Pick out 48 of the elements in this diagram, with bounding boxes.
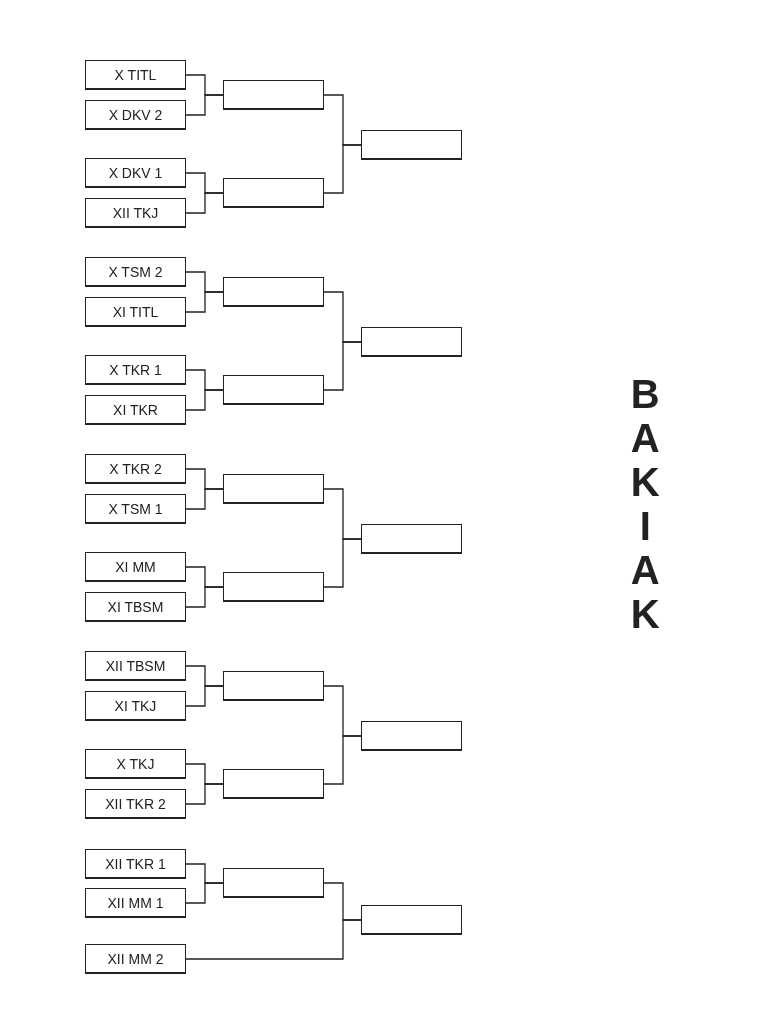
team-box: XII MM 1 <box>85 888 186 918</box>
team-box: X TSM 2 <box>85 257 186 287</box>
empty-slot-box <box>361 524 462 554</box>
empty-slot-box <box>223 769 324 799</box>
bracket-line <box>185 783 224 805</box>
empty-slot-box <box>361 905 462 935</box>
bracket-line <box>185 94 224 116</box>
bracket-line <box>323 341 362 391</box>
bracket-line <box>323 735 362 785</box>
bracket-line <box>185 882 224 904</box>
bracket-line <box>323 882 362 921</box>
vertical-title: BAKIAK <box>630 372 661 636</box>
team-box: XII MM 2 <box>85 944 186 974</box>
team-box: X TSM 1 <box>85 494 186 524</box>
team-box: XII TKR 1 <box>85 849 186 879</box>
empty-slot-box <box>223 375 324 405</box>
team-box: XII TKJ <box>85 198 186 228</box>
team-box: XII TKR 2 <box>85 789 186 819</box>
team-box: X DKV 1 <box>85 158 186 188</box>
team-box: XI MM <box>85 552 186 582</box>
bracket-line <box>185 488 224 510</box>
empty-slot-box <box>223 671 324 701</box>
team-box: XI TITL <box>85 297 186 327</box>
bracket-line <box>185 586 224 608</box>
bracket-line <box>185 291 224 313</box>
bracket-line <box>185 389 224 411</box>
empty-slot-box <box>361 721 462 751</box>
team-box: X TKR 2 <box>85 454 186 484</box>
empty-slot-box <box>223 868 324 898</box>
empty-slot-box <box>223 178 324 208</box>
bracket-line <box>323 144 362 194</box>
team-box: XII TBSM <box>85 651 186 681</box>
team-box: X TKR 1 <box>85 355 186 385</box>
team-box: XI TBSM <box>85 592 186 622</box>
empty-slot-box <box>223 277 324 307</box>
bracket-line <box>323 538 362 588</box>
team-box: XI TKR <box>85 395 186 425</box>
empty-slot-box <box>361 130 462 160</box>
empty-slot-box <box>223 572 324 602</box>
team-box: X TKJ <box>85 749 186 779</box>
team-box: XI TKJ <box>85 691 186 721</box>
empty-slot-box <box>361 327 462 357</box>
empty-slot-box <box>223 80 324 110</box>
bracket-line <box>185 192 224 214</box>
empty-slot-box <box>223 474 324 504</box>
team-box: X DKV 2 <box>85 100 186 130</box>
bracket-line <box>185 685 224 707</box>
team-box: X TITL <box>85 60 186 90</box>
